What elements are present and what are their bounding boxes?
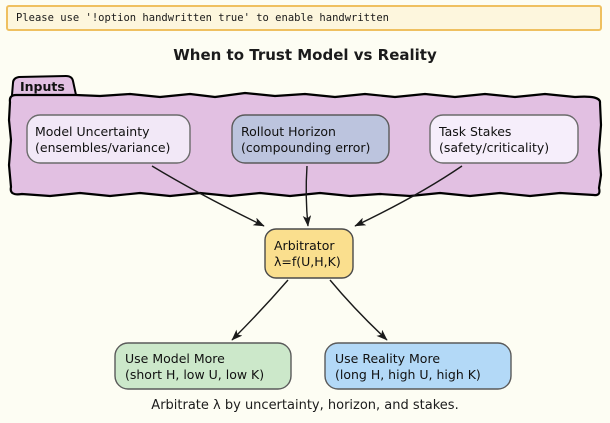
node-use-reality-more[interactable]: Use Reality More (long H, high U, high K… xyxy=(324,342,512,390)
node-task-stakes-line2: (safety/criticality) xyxy=(439,140,549,155)
node-model-uncertainty-line1: Model Uncertainty xyxy=(35,124,150,139)
diagram-caption: Arbitrate λ by uncertainty, horizon, and… xyxy=(151,398,459,413)
node-arbitrator[interactable]: Arbitrator λ=f(U,H,K) xyxy=(264,228,354,279)
node-use-reality-more-line2: (long H, high U, high K) xyxy=(335,367,481,382)
notice-banner-text: Please use '!option handwritten true' to… xyxy=(16,12,389,24)
edge-model-uncertainty-to-arbitrator xyxy=(151,165,265,227)
inputs-group-tab xyxy=(11,75,77,98)
inputs-group-label: Inputs xyxy=(20,79,65,94)
node-use-model-more-line2: (short H, low U, low K) xyxy=(125,367,264,382)
node-rollout-horizon[interactable]: Rollout Horizon (compounding error) xyxy=(231,114,390,164)
node-use-model-more-line1: Use Model More xyxy=(125,351,225,366)
node-use-reality-more-box[interactable] xyxy=(324,342,512,390)
edge-rollout-horizon-to-arbitrator xyxy=(302,165,312,227)
node-use-reality-more-line1: Use Reality More xyxy=(335,351,440,366)
node-task-stakes[interactable]: Task Stakes (safety/criticality) xyxy=(429,114,579,164)
node-use-model-more-box[interactable] xyxy=(114,342,292,390)
edge-arbitrator-to-use-reality-more xyxy=(329,279,388,341)
node-task-stakes-line1: Task Stakes xyxy=(438,124,511,139)
node-model-uncertainty-box[interactable] xyxy=(26,114,191,164)
diagram-title: When to Trust Model vs Reality xyxy=(173,46,437,64)
node-task-stakes-box[interactable] xyxy=(429,114,579,164)
node-arbitrator-box[interactable] xyxy=(264,228,354,279)
node-model-uncertainty[interactable]: Model Uncertainty (ensembles/variance) xyxy=(26,114,191,164)
node-arbitrator-line2: λ=f(U,H,K) xyxy=(274,254,341,269)
edge-task-stakes-to-arbitrator xyxy=(354,165,463,227)
edge-arbitrator-to-use-model-more xyxy=(231,279,289,341)
node-use-model-more[interactable]: Use Model More (short H, low U, low K) xyxy=(114,342,292,390)
notice-banner: Please use '!option handwritten true' to… xyxy=(6,5,602,31)
node-arbitrator-line1: Arbitrator xyxy=(274,238,335,253)
node-model-uncertainty-line2: (ensembles/variance) xyxy=(35,140,170,155)
node-rollout-horizon-box[interactable] xyxy=(231,114,390,164)
node-rollout-horizon-line1: Rollout Horizon xyxy=(241,124,336,139)
node-rollout-horizon-line2: (compounding error) xyxy=(241,140,370,155)
